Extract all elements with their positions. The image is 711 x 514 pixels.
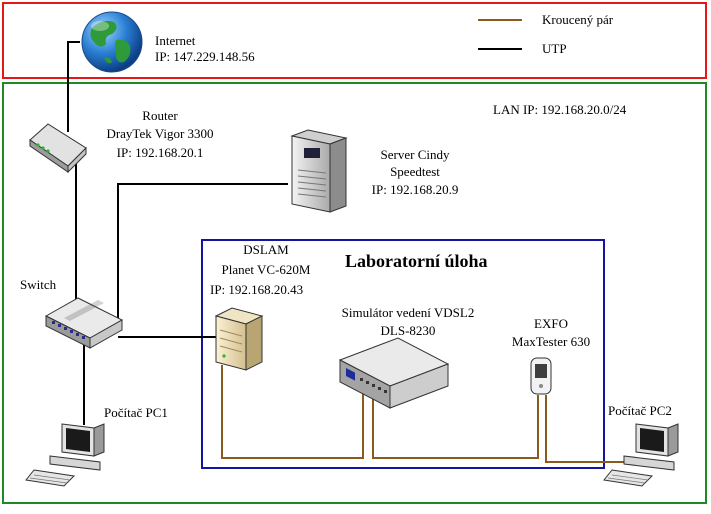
twisted-pair-cables [221, 365, 638, 463]
server-tower-icon [290, 129, 348, 213]
lan-ip-label: LAN IP: 192.168.20.0/24 [493, 102, 627, 117]
router-icon [29, 123, 87, 174]
dslam-icon [214, 307, 264, 371]
pc1-label: Počítač PC1 [104, 405, 168, 420]
server-ip: IP: 192.168.20.9 [371, 182, 459, 197]
legend-utp-label: UTP [542, 41, 567, 56]
cable-simulator-exfo [372, 388, 539, 459]
simulator-title: Simulátor vedení VDSL2 [341, 305, 475, 320]
handheld-tester-icon [530, 357, 552, 395]
internet-label: Internet [155, 33, 196, 48]
globe-icon [81, 11, 143, 73]
dslam-model: Planet VC-620M [221, 262, 311, 277]
cable-switch-server [117, 183, 288, 322]
pc2-icon [603, 423, 679, 487]
router-ip: IP: 192.168.20.1 [116, 145, 204, 160]
server-name: Server Cindy [380, 147, 450, 162]
router-title: Router [142, 108, 178, 123]
dslam-title: DSLAM [243, 242, 289, 257]
switch-label: Switch [20, 277, 57, 292]
internet-ip: IP: 147.229.148.56 [155, 49, 255, 64]
server-role: Speedtest [390, 164, 440, 179]
cable-internet-router [67, 41, 80, 132]
pc2-label: Počítač PC2 [608, 403, 672, 418]
line-simulator-icon [338, 337, 450, 409]
internet-zone-border [2, 2, 707, 79]
router-model: DrayTek Vigor 3300 [106, 126, 214, 141]
cable-dslam-simulator [221, 365, 364, 459]
lan-zone-border [2, 82, 707, 504]
dslam-ip: IP: 192.168.20.43 [210, 282, 304, 297]
lab-zone-border [201, 239, 605, 469]
exfo-model: MaxTester 630 [511, 334, 591, 349]
pc1-icon [25, 423, 105, 487]
switch-icon [44, 297, 124, 349]
cable-exfo-pc2 [545, 395, 638, 463]
legend-twisted-pair-label: Kroucený pár [542, 12, 614, 27]
lab-title: Laboratorní úloha [345, 251, 488, 271]
simulator-model: DLS-8230 [380, 323, 436, 338]
exfo-name: EXFO [534, 316, 568, 331]
utp-cables [67, 41, 288, 425]
